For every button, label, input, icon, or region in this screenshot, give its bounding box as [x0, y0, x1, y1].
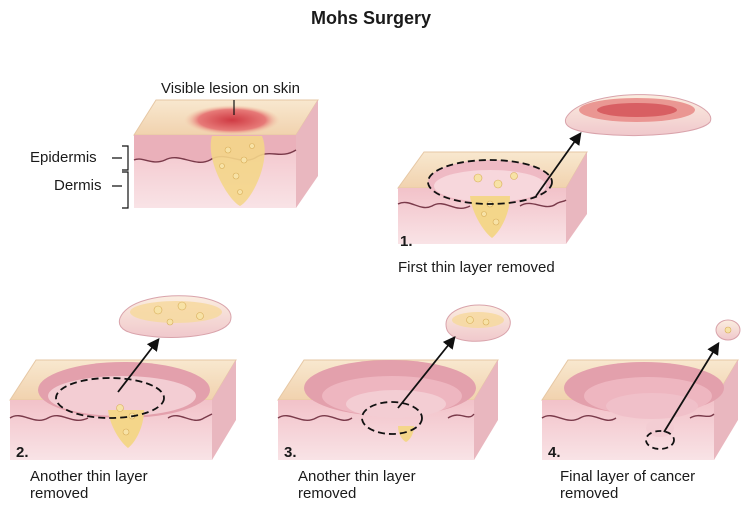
diagram-title: Mohs Surgery [0, 8, 742, 29]
layer-brackets [112, 146, 128, 208]
step-1-caption: First thin layer removed [398, 259, 555, 276]
lesion-label: Visible lesion on skin [161, 80, 300, 97]
step-4-block [542, 360, 738, 460]
step-4-number: 4. [548, 444, 561, 461]
step-4-caption: Final layer of cancer removed [560, 468, 730, 502]
step-1-block [398, 152, 587, 244]
epidermis-label: Epidermis [30, 149, 97, 166]
step-1-removed-disc [565, 95, 710, 136]
step-3-block [278, 360, 498, 460]
step-2-caption: Another thin layer removed [30, 468, 200, 502]
step-3-number: 3. [284, 444, 297, 461]
initial-skin-block [134, 100, 318, 208]
step-2-number: 2. [16, 444, 29, 461]
step-2-removed-disc [119, 296, 231, 338]
step-1-number: 1. [400, 233, 413, 250]
step-3-removed-disc [446, 305, 510, 341]
step-3-caption: Another thin layer removed [298, 468, 468, 502]
step-2-block [10, 360, 236, 460]
lesion-surface [184, 105, 280, 135]
step-4-removed-disc [716, 320, 740, 340]
dermis-label: Dermis [54, 177, 102, 194]
